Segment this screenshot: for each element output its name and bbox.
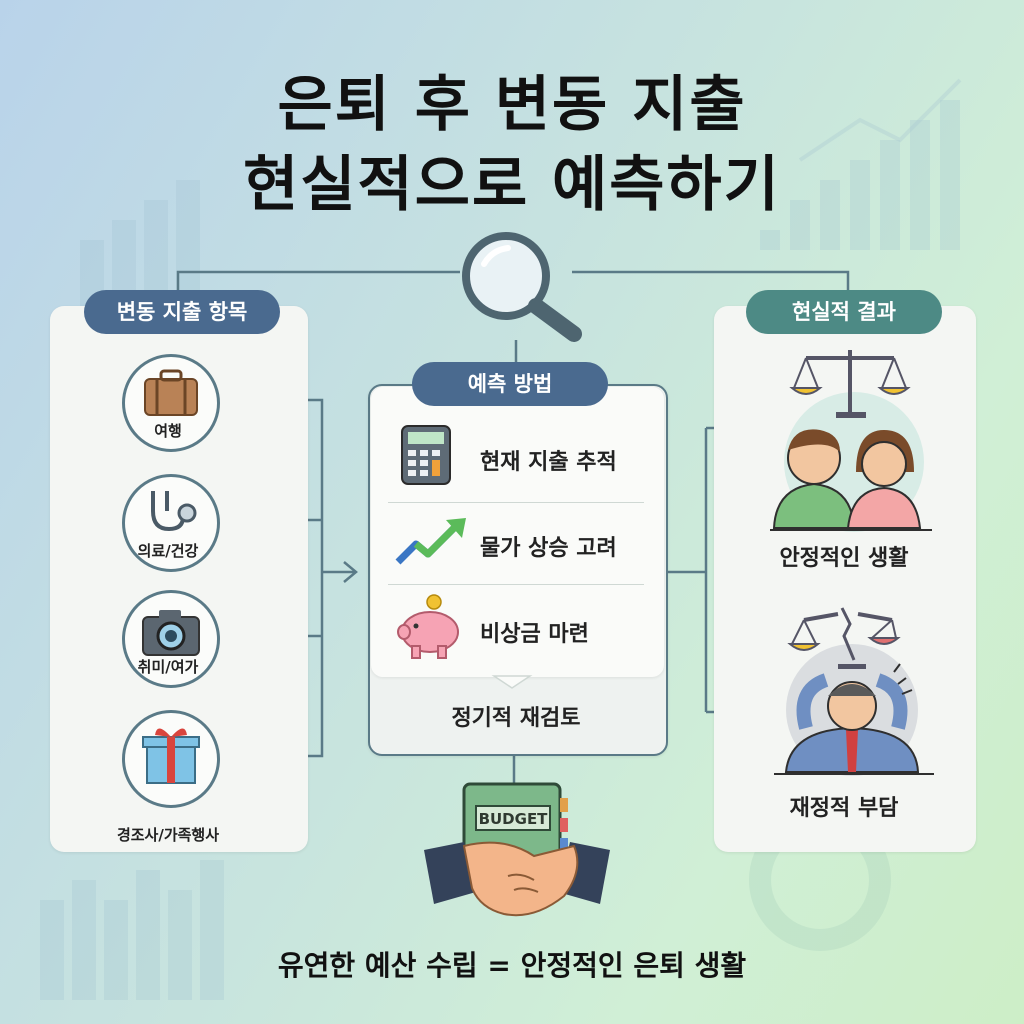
prediction-method-header: 예측 방법 [412,362,608,406]
realistic-result-header: 현실적 결과 [746,290,942,334]
title-line-2: 현실적으로 예측하기 [243,150,781,220]
calculator-icon [401,425,451,485]
track-spending-label: 현재 지출 추적 [480,450,617,475]
stressed-person-icon [774,607,934,776]
divider [388,584,644,585]
inflation-label: 물가 상승 고려 [480,536,617,561]
suitcase-icon [144,369,198,416]
budget-handshake-icon: BUDGET [424,782,610,917]
medical-label: 의료/건강 [137,542,199,560]
variable-expense-header: 변동 지출 항목 [84,290,280,334]
divider [388,502,644,503]
travel-item [122,354,220,452]
bottom-slogan: 유연한 예산 수립 = 안정적인 은퇴 생활 [277,949,747,982]
emergency-fund-label: 비상금 마련 [480,622,589,647]
stethoscope-icon [151,491,197,532]
hobby-item [122,590,220,688]
rising-arrow-icon [395,518,466,565]
budget-book-label: BUDGET [479,810,549,828]
medical-item [122,474,220,572]
travel-label: 여행 [154,422,182,440]
financial-burden-label: 재정적 부담 [789,796,899,821]
hobby-label: 취미/여가 [137,658,199,676]
piggy-bank-icon [397,594,459,659]
gift-icon [142,728,200,784]
family-event-item [122,710,220,808]
periodic-review-label: 정기적 재검토 [451,706,581,731]
magnifier-icon [462,232,582,342]
happy-couple-icon [770,350,932,532]
stable-life-label: 안정적인 생활 [779,546,909,571]
speech-pointer [491,675,533,689]
camera-icon [142,610,200,656]
family-event-label: 경조사/가족행사 [116,826,220,844]
title-line-1: 은퇴 후 변동 지출 [277,70,747,140]
